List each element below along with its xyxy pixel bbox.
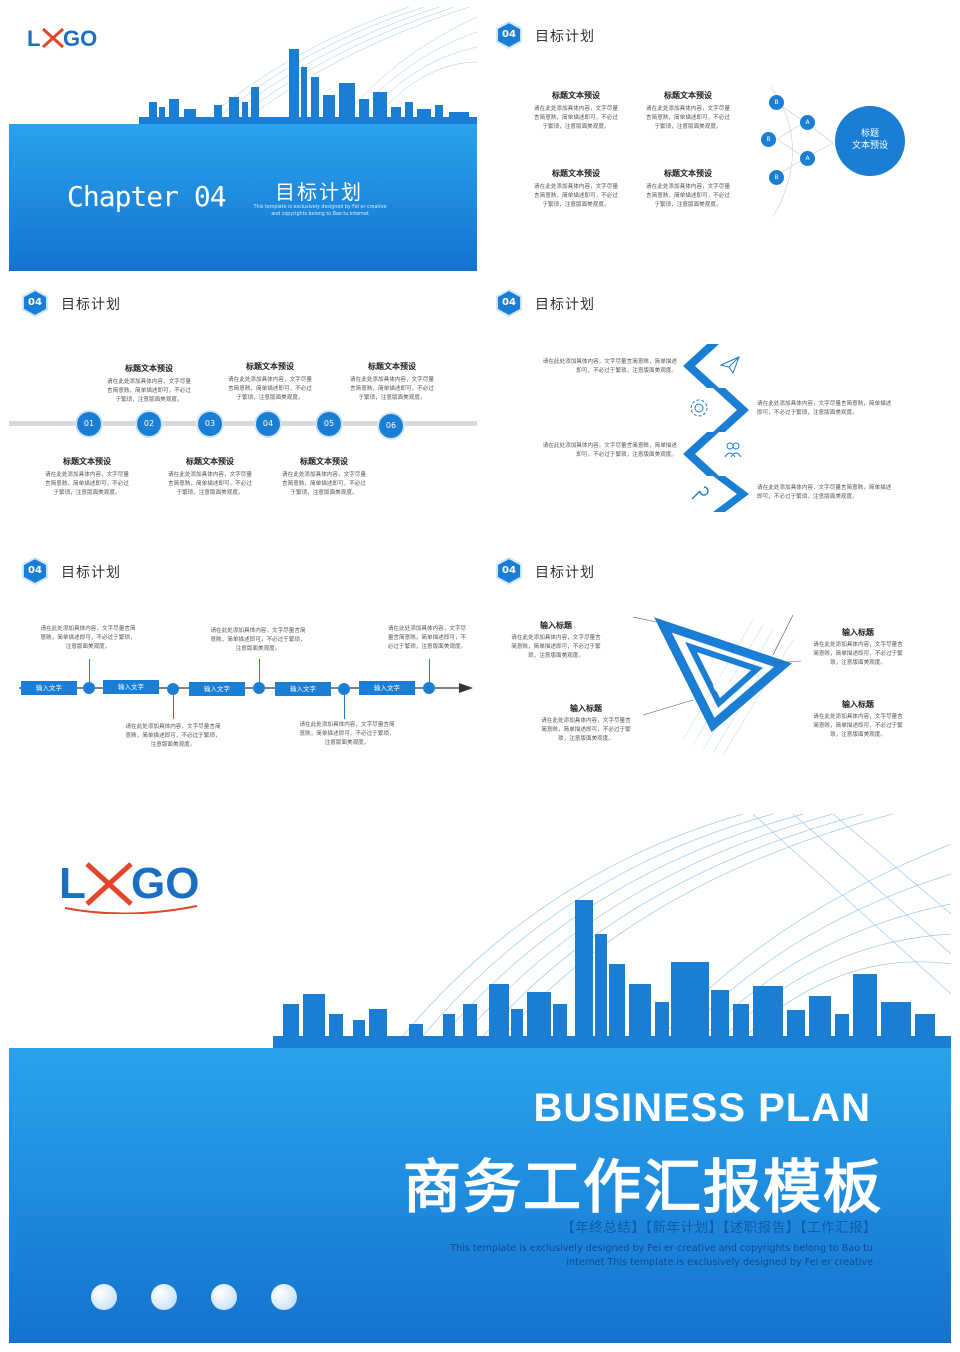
slide-chapter: L GO Chapter 04 目标计划 This templat xyxy=(9,7,477,271)
cover-title-cn: 商务工作汇报模板 xyxy=(402,1153,883,1221)
triangle-graphic xyxy=(633,614,802,755)
text-block: 标题文本预设 请在此处添加具体内容，文字尽量言简意赅，简单描述即可，不必过于繁琐… xyxy=(107,364,191,403)
text-block: 标题文本预设 请在此处添加具体内容，文字尽量言简意赅，简单描述即可，不必过于繁琐… xyxy=(45,457,129,496)
text-left: 请在此处添加具体内容，文字尽量言简意赅，简单描述即可，不必过于繁琐，注意版面美观… xyxy=(542,359,677,374)
paper-plane-icon xyxy=(720,356,740,374)
nav-circle[interactable] xyxy=(271,1284,297,1310)
flow-box: 输入文字 xyxy=(21,681,77,695)
timeline-line xyxy=(9,421,477,426)
section-badge: 04 xyxy=(495,20,523,50)
logo: L GO xyxy=(27,23,107,57)
nav-circle[interactable] xyxy=(91,1284,117,1310)
text-block: 输入标题 请在此处添加具体内容，文字尽量言简意赅，简单描述即可，不必过于繁琐，注… xyxy=(813,628,903,666)
text-block: 标题文本预设 请在此处添加具体内容，文字尽量言简意赅，简单描述即可，不必过于繁琐… xyxy=(646,91,730,130)
text-left: 请在此处添加具体内容，文字尽量言简意赅，简单描述即可，不必过于繁琐，注意版面美观… xyxy=(542,443,677,458)
small-circle-a: A xyxy=(800,151,815,166)
text-bottom: 请在此处添加具体内容，文字尽量言简意赅，简单描述即可，不必过于繁琐，注意版面美观… xyxy=(299,722,395,746)
flow-dot xyxy=(83,682,95,694)
users-icon xyxy=(724,442,742,458)
timeline-node: 02 xyxy=(137,412,161,436)
big-circle: 标题 文本预设 xyxy=(835,106,905,176)
chapter-note: This template is exclusively designed by… xyxy=(253,205,387,217)
flow-dot xyxy=(253,682,265,694)
city-skyline xyxy=(273,814,951,1048)
section-title: 目标计划 xyxy=(61,565,121,581)
svg-text:GO: GO xyxy=(63,26,97,51)
slide-timeline: 04 目标计划 标题文本预设 请在此处添加具体内容，文字尽量言简意赅，简单描述即… xyxy=(9,276,477,540)
flow-box: 输入文字 xyxy=(189,682,245,696)
timeline-node: 04 xyxy=(256,412,280,436)
connector xyxy=(89,659,90,683)
chapter-band: Chapter 04 目标计划 This template is exclusi… xyxy=(9,124,477,271)
logo: L GO xyxy=(57,852,217,918)
chapter-label: Chapter 04 xyxy=(67,180,227,213)
lightbulb-icon xyxy=(715,676,727,690)
text-top: 请在此处添加具体内容，文字尽量言简意赅，简单描述即可，不必过于繁琐，注意版面美观… xyxy=(387,626,467,650)
flow-box: 输入文字 xyxy=(275,682,331,696)
nav-circle[interactable] xyxy=(211,1284,237,1310)
connector xyxy=(344,695,345,719)
text-block: 标题文本预设 请在此处添加具体内容，文字尽量言简意赅，简单描述即可，不必过于繁琐… xyxy=(350,362,434,401)
small-circle-b: B xyxy=(761,132,776,147)
small-circle-b: B xyxy=(769,170,784,185)
timeline-node: 06 xyxy=(379,414,403,438)
timeline-node: 01 xyxy=(77,412,101,436)
cover-note: This template is exclusively designed by… xyxy=(450,1243,873,1268)
logo-text: L xyxy=(27,26,40,51)
slide-flow: 04 目标计划 请在此处添加具体内容，文字尽量言简意赅，简单描述即可，不必过于繁… xyxy=(9,545,477,809)
wrench-icon xyxy=(691,486,709,500)
nav-circle[interactable] xyxy=(151,1284,177,1310)
slide-circles: 04 目标计划 标题文本预设 请在此处添加具体内容，文字尽量言简意赅，简单描述即… xyxy=(483,7,951,271)
text-block: 标题文本预设 请在此处添加具体内容，文字尽量言简意赅，简单描述即可，不必过于繁琐… xyxy=(282,457,366,496)
text-block: 标题文本预设 请在此处添加具体内容，文字尽量言简意赅，简单描述即可，不必过于繁琐… xyxy=(168,457,252,496)
cover-tags: 【年终总结】【新年计划】【述职报告】【工作汇报】 xyxy=(561,1220,877,1236)
gear-icon xyxy=(690,399,708,417)
cover-band: BUSINESS PLAN 商务工作汇报模板 【年终总结】【新年计划】【述职报告… xyxy=(9,1048,951,1343)
flow-dot xyxy=(338,683,350,695)
slide-triangles: 04 目标计划 输入标题 请在此处添加具体内容，文字尽量言简意赅，简单描述即可，… xyxy=(483,545,951,809)
city-skyline xyxy=(139,7,477,125)
small-circle-b: B xyxy=(769,95,784,110)
flow-dot xyxy=(423,682,435,694)
text-block: 输入标题 请在此处添加具体内容，文字尽量言简意赅，简单描述即可，不必过于繁琐，注… xyxy=(511,621,601,659)
text-top: 请在此处添加具体内容，文字尽量言简意赅，简单描述即可，不必过于繁琐，注意版面美观… xyxy=(40,626,136,650)
timeline-node: 03 xyxy=(198,412,222,436)
section-title: 目标计划 xyxy=(535,297,595,313)
text-right: 请在此处添加具体内容，文字尽量言简意赅，简单描述即可，不必过于繁琐，注意版面美观… xyxy=(757,485,892,500)
text-block: 标题文本预设 请在此处添加具体内容，文字尽量言简意赅，简单描述即可，不必过于繁琐… xyxy=(646,169,730,208)
section-title: 目标计划 xyxy=(535,565,595,581)
section-badge: 04 xyxy=(21,556,49,586)
flow-box: 输入文字 xyxy=(359,681,415,695)
section-title: 目标计划 xyxy=(535,29,595,45)
section-badge: 04 xyxy=(21,288,49,318)
section-badge: 04 xyxy=(495,556,523,586)
connector xyxy=(173,695,174,719)
section-badge: 04 xyxy=(495,288,523,318)
chapter-title: 目标计划 xyxy=(275,180,363,204)
text-block: 标题文本预设 请在此处添加具体内容，文字尽量言简意赅，简单描述即可，不必过于繁琐… xyxy=(534,91,618,130)
text-right: 请在此处添加具体内容，文字尽量言简意赅，简单描述即可，不必过于繁琐，注意版面美观… xyxy=(757,401,892,416)
small-circle-a: A xyxy=(800,115,815,130)
connector xyxy=(259,659,260,683)
zigzag-arrows xyxy=(683,344,749,512)
text-block: 标题文本预设 请在此处添加具体内容，文字尽量言简意赅，简单描述即可，不必过于繁琐… xyxy=(228,362,312,401)
slide-zigzag: 04 目标计划 请在此处添加具体内容，文字尽量言简意赅，简单描述即可，不必过于繁… xyxy=(483,276,951,540)
cover-title-en: BUSINESS PLAN xyxy=(533,1086,871,1130)
text-block: 输入标题 请在此处添加具体内容，文字尽量言简意赅，简单描述即可，不必过于繁琐，注… xyxy=(541,704,631,742)
connector xyxy=(429,659,430,683)
text-bottom: 请在此处添加具体内容，文字尽量言简意赅，简单描述即可，不必过于繁琐，注意版面美观… xyxy=(125,724,221,748)
flow-box: 输入文字 xyxy=(103,680,159,694)
text-top: 请在此处添加具体内容，文字尽量言简意赅，简单描述即可，不必过于繁琐，注意版面美观… xyxy=(210,628,306,652)
timeline-node: 05 xyxy=(317,412,341,436)
text-block: 标题文本预设 请在此处添加具体内容，文字尽量言简意赅，简单描述即可，不必过于繁琐… xyxy=(534,169,618,208)
text-block: 输入标题 请在此处添加具体内容，文字尽量言简意赅，简单描述即可，不必过于繁琐，注… xyxy=(813,700,903,738)
svg-text:L: L xyxy=(59,859,86,908)
slide-cover: L GO B xyxy=(9,814,951,1343)
section-title: 目标计划 xyxy=(61,297,121,313)
svg-text:GO: GO xyxy=(131,859,199,908)
flow-dot xyxy=(167,683,179,695)
